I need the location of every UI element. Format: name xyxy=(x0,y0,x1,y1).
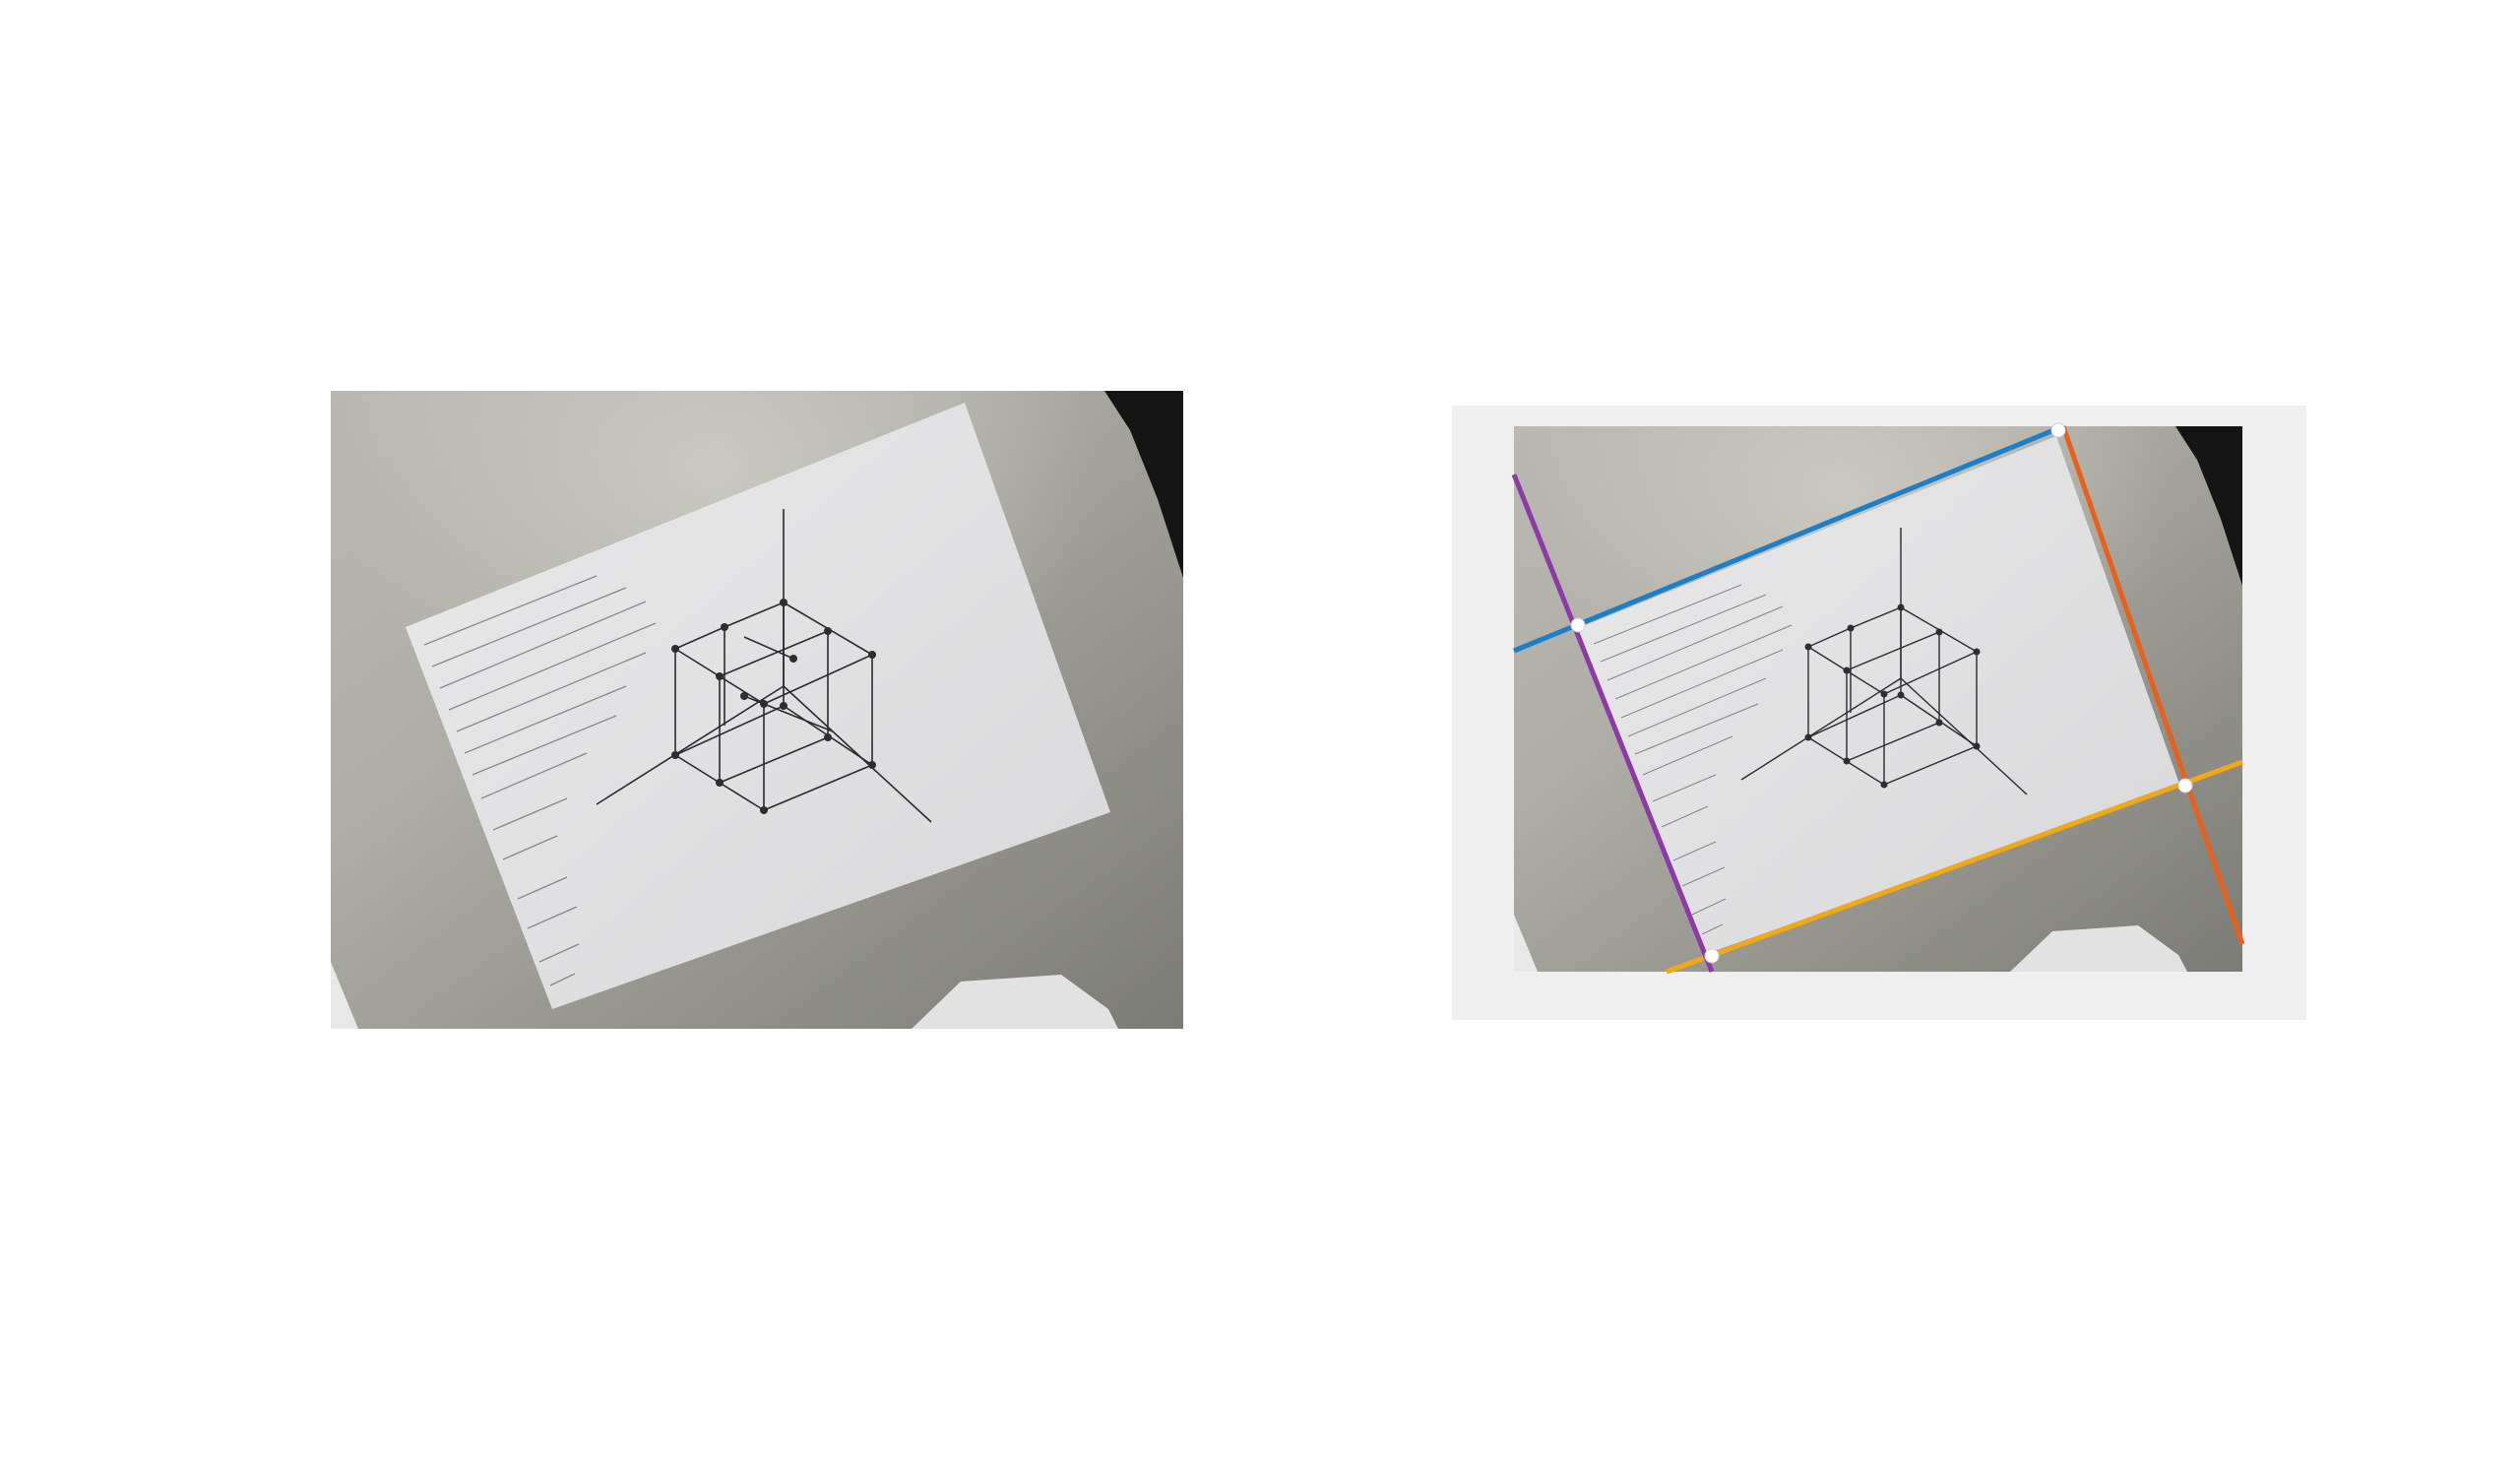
top-edge-line xyxy=(1513,423,2064,654)
lattice-drawing xyxy=(596,509,932,823)
bottom-left-paper-scrap xyxy=(331,962,358,1029)
original-photo-svg xyxy=(331,391,1183,1029)
corner-handle-top-left[interactable] xyxy=(1570,617,1586,633)
corner-handle-bottom-left[interactable] xyxy=(1704,948,1720,964)
lattice-nodes xyxy=(671,599,876,814)
left-edge-line xyxy=(1511,474,1715,973)
dark-corner xyxy=(1104,391,1183,578)
corner-handle-top-right[interactable] xyxy=(2050,422,2066,438)
handwriting xyxy=(1593,584,1793,935)
lattice-nodes xyxy=(1804,603,1981,789)
bottom-edge-line xyxy=(1666,759,2243,975)
paper-sheet xyxy=(1578,436,2180,955)
edge-lines-overlay xyxy=(1511,422,2245,975)
annotated-photo xyxy=(1514,426,2242,972)
annotated-photo-svg xyxy=(1514,426,2242,972)
bottom-paper-scrap xyxy=(912,975,1118,1029)
corner-handle-bottom-right[interactable] xyxy=(2177,778,2193,793)
right-edge-line xyxy=(2060,425,2245,945)
dark-corner xyxy=(2175,426,2242,586)
edge-detection-panel xyxy=(1452,406,2306,1020)
paper-sheet xyxy=(406,403,1110,1009)
original-photo xyxy=(331,391,1183,1029)
bottom-left-paper-scrap xyxy=(1514,915,1538,972)
bottom-paper-scrap xyxy=(2010,925,2187,972)
handwriting xyxy=(423,575,657,986)
